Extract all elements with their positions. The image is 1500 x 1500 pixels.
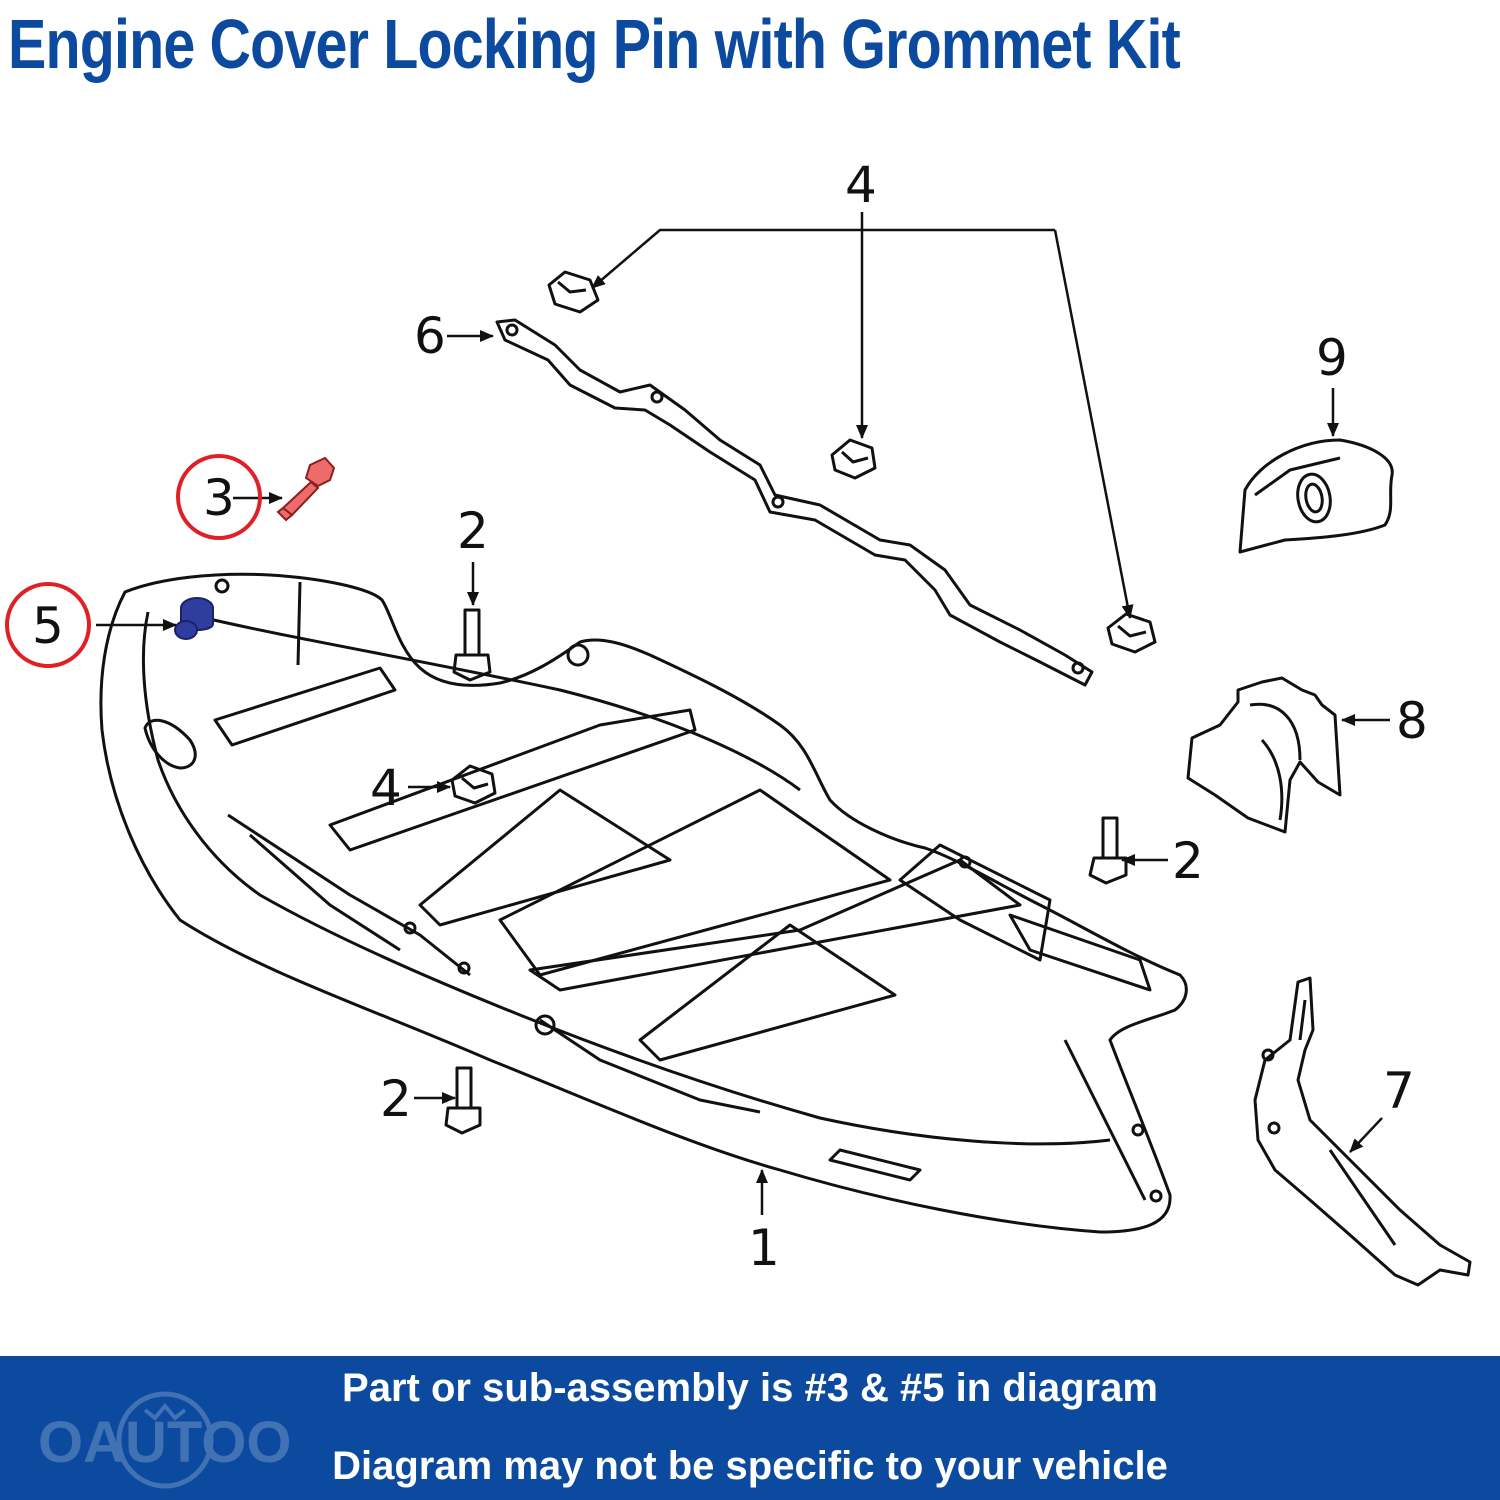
clip-nut-part xyxy=(450,270,1157,805)
callout-4-top: 4 xyxy=(845,156,877,214)
callout-5: 5 xyxy=(32,597,64,655)
callout-8: 8 xyxy=(1396,692,1428,750)
grommet-part xyxy=(174,597,214,640)
oautoo-watermark-logo: OAUTOO xyxy=(38,1391,292,1489)
callout-2-bottom: 2 xyxy=(380,1070,412,1128)
fender-brace-part xyxy=(1253,976,1472,1287)
callout-6: 6 xyxy=(414,307,446,365)
locking-pin-part xyxy=(276,456,336,522)
banner-line-2: Diagram may not be specific to your vehi… xyxy=(332,1444,1168,1488)
callout-4-left: 4 xyxy=(370,759,402,817)
callout-2-right: 2 xyxy=(1172,832,1204,890)
callout-1: 1 xyxy=(748,1219,780,1277)
leader-lines xyxy=(96,212,1390,1215)
banner-line-1: Part or sub-assembly is #3 & #5 in diagr… xyxy=(342,1366,1158,1410)
callout-7: 7 xyxy=(1383,1062,1415,1120)
callout-2-top: 2 xyxy=(457,502,489,560)
callout-3-highlight-ring xyxy=(176,454,262,540)
bracket-strip-part xyxy=(495,318,1094,687)
wheel-liner-part xyxy=(1186,676,1342,834)
bolt-part xyxy=(444,608,1128,1135)
parts-diagram: 1 2 2 2 3 4 4 5 6 7 8 9 xyxy=(5,156,1472,1287)
callout-5-highlight-ring xyxy=(5,582,91,668)
page-title: Engine Cover Locking Pin with Grommet Ki… xyxy=(8,5,1181,83)
callout-3: 3 xyxy=(203,469,235,527)
watermark-text: OAUTOO xyxy=(38,1410,292,1475)
callout-9: 9 xyxy=(1316,329,1348,387)
heat-shield-part xyxy=(1238,438,1394,554)
engine-undercover-part xyxy=(99,572,1188,1234)
info-banner: OAUTOO Part or sub-assembly is #3 & #5 i… xyxy=(0,1356,1500,1500)
